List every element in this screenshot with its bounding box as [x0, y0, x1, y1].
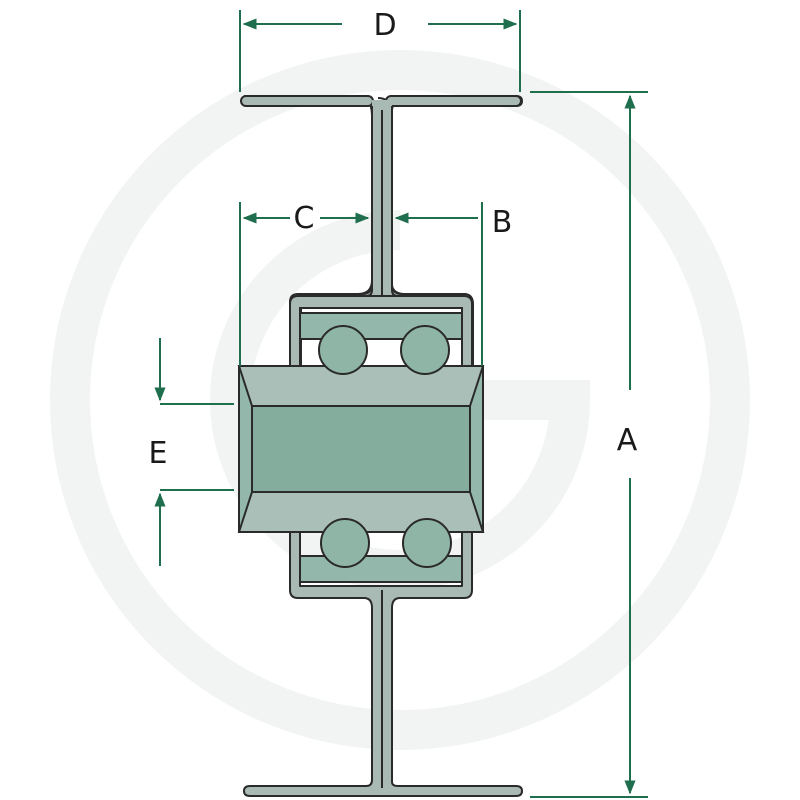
label-c: C — [294, 201, 315, 236]
ball-top-right — [400, 325, 450, 375]
dimension-lines — [154, 10, 648, 798]
bearing-inner-ring — [237, 365, 485, 533]
label-d: D — [373, 8, 396, 43]
label-b: B — [492, 205, 513, 240]
ball-bottom-right — [402, 518, 452, 568]
ball-top-left — [318, 325, 368, 375]
label-e: E — [149, 436, 168, 471]
ball-bottom-left — [320, 518, 370, 568]
lower-rail-body — [243, 531, 523, 797]
label-a: A — [617, 423, 638, 458]
ball-bearings — [318, 325, 452, 568]
